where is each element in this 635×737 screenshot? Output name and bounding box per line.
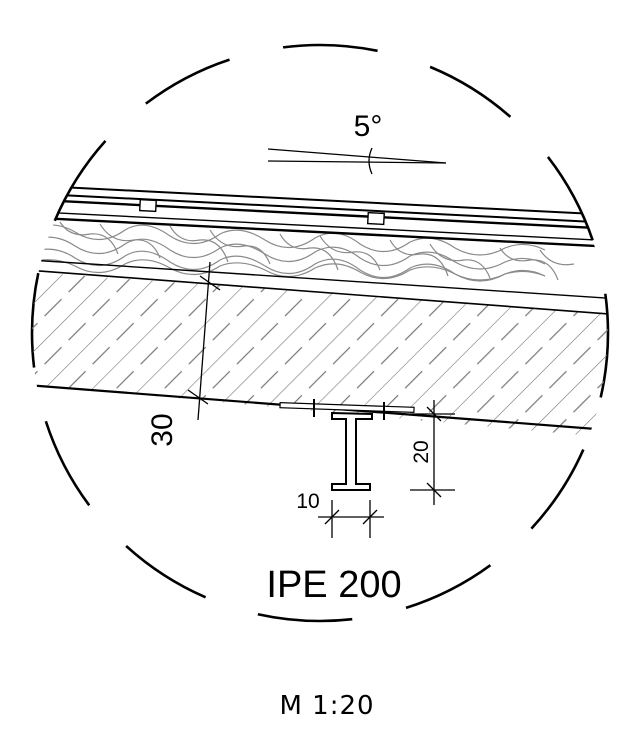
roof-layers xyxy=(32,183,608,301)
beam-height-dimension xyxy=(410,400,455,505)
slab-thickness-label: 30 xyxy=(146,413,179,446)
ipe-beam xyxy=(279,399,415,491)
slope-indicator xyxy=(267,147,447,175)
flange-width-dimension xyxy=(318,500,384,538)
roof-section xyxy=(32,183,608,440)
angle-label: 5° xyxy=(354,110,383,143)
beam-height-label: 20 xyxy=(410,440,433,463)
beam-label: IPE 200 xyxy=(266,564,401,606)
scale-label: M 1:20 xyxy=(279,691,374,721)
flange-width-label: 10 xyxy=(296,490,319,513)
slab-thickness-dimension xyxy=(187,261,221,421)
